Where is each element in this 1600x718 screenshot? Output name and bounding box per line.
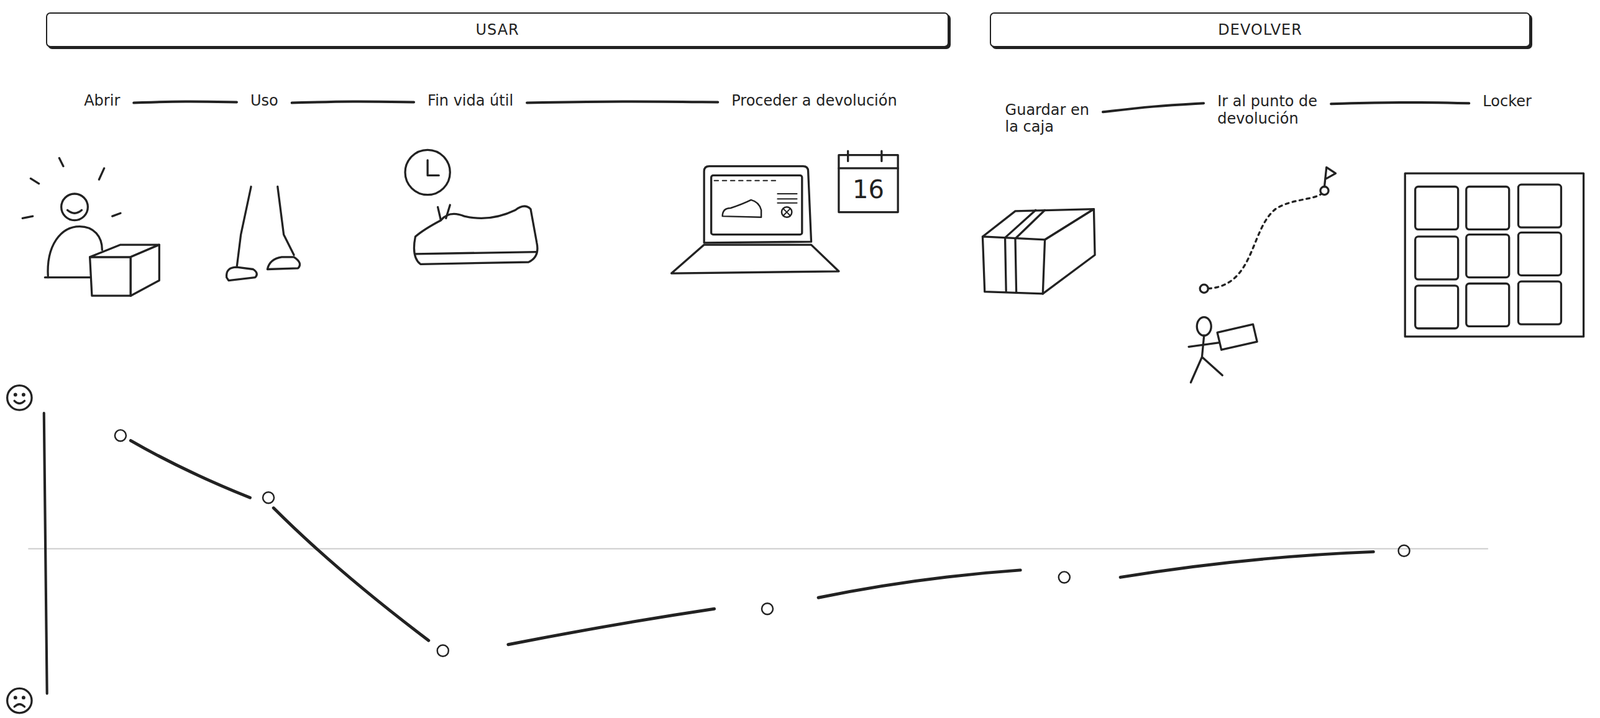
phase-band: USAR bbox=[45, 12, 949, 48]
step-connector bbox=[292, 101, 414, 103]
step-connector bbox=[1102, 103, 1204, 112]
phase-title: DEVOLVER bbox=[1217, 21, 1303, 39]
step-label: Locker bbox=[1482, 93, 1532, 111]
step-label: Proceder a devolución bbox=[731, 92, 897, 110]
step-connector bbox=[1330, 102, 1469, 104]
route-figure bbox=[1188, 167, 1336, 383]
calendar-day: 16 bbox=[852, 175, 885, 204]
emotion-curve bbox=[7, 385, 1489, 714]
step-connector bbox=[133, 101, 237, 103]
phase-band: DEVOLVER bbox=[989, 12, 1531, 48]
walking-legs bbox=[226, 186, 301, 281]
step-label: Guardar en la caja bbox=[1005, 101, 1099, 137]
laptop-calendar bbox=[671, 150, 899, 274]
open-box-figure bbox=[22, 158, 160, 297]
step-label: Uso bbox=[250, 92, 279, 110]
step-label: Ir al punto de devolución bbox=[1217, 93, 1342, 128]
taped-box bbox=[982, 209, 1095, 294]
step-label: Abrir bbox=[83, 92, 120, 110]
locker-grid bbox=[1404, 173, 1584, 337]
step-label: Fin vida útil bbox=[427, 92, 514, 110]
phase-title: USAR bbox=[475, 21, 519, 39]
worn-shoe bbox=[405, 149, 538, 265]
step-connector bbox=[526, 101, 718, 103]
